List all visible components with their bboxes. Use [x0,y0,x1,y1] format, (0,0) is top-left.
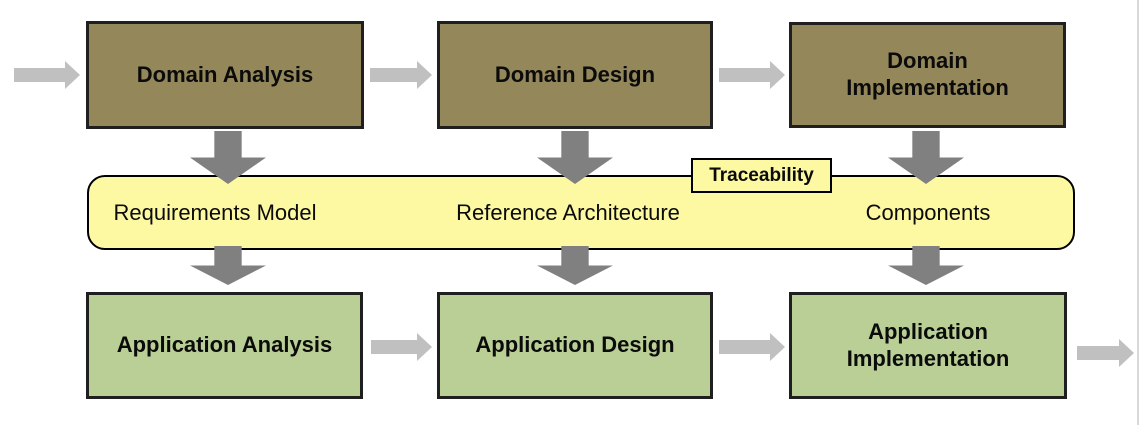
arrow-domain-design-to-domain-implementation [719,61,785,89]
arrow-out-of-application-implementation [1077,339,1134,367]
down-arrow-band-to-application-design [537,246,613,285]
application-design-box: Application Design [437,292,713,399]
down-arrow-band-to-application-analysis [190,246,266,285]
domain-analysis-label: Domain Analysis [136,61,314,87]
arrow-domain-analysis-to-domain-design [370,61,432,89]
components-label: Components [865,199,991,225]
domain-implementation-label: Domain Implementation [846,48,1009,100]
arrow-into-domain-analysis [14,61,80,89]
application-analysis-label: Application Analysis [116,332,333,358]
domain-implementation-box: Domain Implementation [789,22,1066,128]
application-implementation-box: Application Implementation [789,292,1067,399]
domain-design-label: Domain Design [494,61,656,87]
down-arrow-band-to-application-implementation [888,246,964,285]
application-analysis-box: Application Analysis [86,292,363,399]
application-design-label: Application Design [475,332,675,358]
page-edge-line [1137,0,1139,425]
domain-analysis-box: Domain Analysis [86,21,364,129]
requirements-model-label: Requirements Model [113,199,317,225]
application-implementation-label: Application Implementation [846,318,1010,371]
domain-design-box: Domain Design [437,21,713,129]
traceability-tag: Traceability [691,158,832,193]
arrow-application-analysis-to-application-design [371,333,432,361]
traceability-tag-label: Traceability [709,164,814,186]
reference-architecture-label: Reference Architecture [456,199,680,225]
arrow-application-design-to-application-implementation [719,333,785,361]
